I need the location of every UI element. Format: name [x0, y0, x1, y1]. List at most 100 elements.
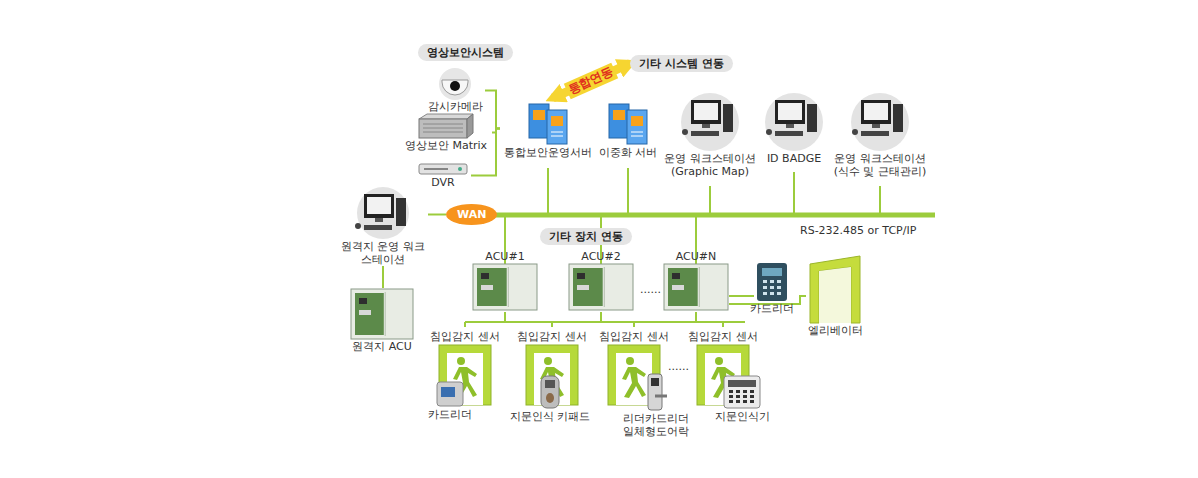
icon-part	[616, 353, 652, 405]
acu-icon	[472, 263, 538, 311]
connector-line	[428, 214, 446, 216]
icon-part	[743, 390, 747, 393]
icon-part	[441, 387, 455, 397]
node-text: 카드리더	[420, 408, 480, 421]
icon-part	[533, 110, 545, 120]
icon-part	[691, 131, 719, 136]
node-text: ACU#N	[663, 250, 729, 263]
device-node: 운영 워크스테이션 (식수 및 근태관리)	[828, 92, 932, 178]
icon-part	[626, 357, 634, 365]
node-text: ACU#2	[568, 250, 634, 263]
icon-part	[672, 285, 684, 290]
device-node: 엘리베이터	[800, 254, 870, 337]
icon-part	[672, 273, 680, 279]
icon-part	[736, 395, 740, 398]
server-icon	[605, 98, 651, 146]
icon-part	[551, 132, 563, 136]
icon-part	[872, 124, 880, 128]
device-node: 원격지 운영 워크스테이션	[338, 186, 428, 266]
icon-part	[423, 124, 463, 132]
icon-part	[508, 267, 509, 307]
node-text: 침입감지 센서	[683, 330, 763, 343]
wan-ellipse: WAN	[446, 204, 497, 225]
reader-icon	[756, 262, 788, 302]
icon-part	[750, 400, 754, 403]
camera-icon	[435, 68, 475, 100]
icon-part	[736, 390, 740, 393]
icon-part	[631, 116, 643, 126]
icon-part	[355, 293, 384, 335]
connector-line	[382, 266, 384, 288]
icon-part	[893, 104, 903, 132]
node-text: ACU#1	[472, 250, 538, 263]
device-node: 카드리더	[746, 262, 798, 315]
icon-part	[728, 380, 756, 387]
icon-part	[396, 198, 406, 226]
node-text: 침입감지 센서	[512, 330, 592, 343]
icon-part	[770, 280, 774, 283]
icon-part	[577, 285, 589, 290]
node-text: 운영 워크스테이션 (Graphic Map)	[660, 152, 760, 178]
icon-part	[631, 132, 643, 136]
group-label-pill: 영상보안시스템	[418, 44, 513, 61]
icon-part	[424, 168, 448, 170]
icon-part	[481, 285, 493, 290]
icon-part	[473, 264, 537, 310]
dvr-icon	[418, 162, 468, 176]
device-node: 이중화 서버	[598, 98, 658, 159]
icon-part	[729, 400, 733, 403]
pc-icon	[849, 92, 911, 152]
fingerreader-icon	[722, 374, 762, 410]
connector-line	[471, 129, 500, 176]
icon-part	[778, 103, 802, 120]
bus-drop-down	[505, 217, 696, 264]
cardreader-icon	[435, 378, 465, 408]
device-node: 카드리더	[420, 378, 480, 421]
icon-part	[481, 273, 489, 279]
icon-part	[458, 167, 462, 171]
icon-part	[651, 378, 659, 386]
matrix-icon	[417, 113, 475, 139]
edge-label: 통합연동	[564, 62, 618, 99]
node-text: 지문인식 키패드	[504, 410, 596, 423]
icon-part	[359, 310, 371, 315]
icon-part	[757, 263, 787, 301]
icon-part	[627, 110, 647, 144]
icon-part	[775, 131, 803, 136]
free-label: ......	[668, 360, 689, 373]
icon-part	[851, 93, 909, 151]
acu-icon	[663, 263, 729, 311]
icon-part	[852, 129, 858, 135]
icon-part	[763, 286, 767, 289]
node-text: 영상보안시스템	[427, 46, 504, 59]
pc-icon	[679, 92, 741, 152]
icon-part	[364, 194, 394, 218]
icon-part	[770, 292, 774, 295]
device-node: 리더카드리더 일체형도어락	[620, 372, 692, 438]
icon-part	[545, 380, 555, 388]
device-node: 운영 워크스테이션 (Graphic Map)	[660, 92, 760, 178]
icon-part	[819, 267, 851, 323]
icon-part	[743, 400, 747, 403]
door-wiring	[465, 312, 745, 327]
acu-icon	[350, 288, 414, 340]
connector-line	[485, 91, 500, 129]
icon-part	[541, 376, 559, 408]
icon-part	[385, 292, 386, 336]
icon-part	[439, 345, 491, 405]
icon-part	[691, 100, 721, 124]
device-node: ACU#N	[663, 250, 729, 311]
icon-part	[622, 367, 646, 398]
pc-icon	[352, 186, 414, 240]
icon-part	[450, 81, 460, 91]
icon-part	[355, 223, 361, 229]
icon-part	[861, 131, 889, 136]
pc-icon	[763, 92, 825, 152]
device-node: DVR	[415, 162, 471, 189]
node-text: 이중화 서버	[598, 146, 658, 159]
icon-part	[750, 395, 754, 398]
icon-part	[364, 225, 392, 230]
icon-part	[529, 104, 549, 138]
icon-part	[648, 374, 662, 410]
device-node: 감시카메라	[425, 68, 485, 113]
